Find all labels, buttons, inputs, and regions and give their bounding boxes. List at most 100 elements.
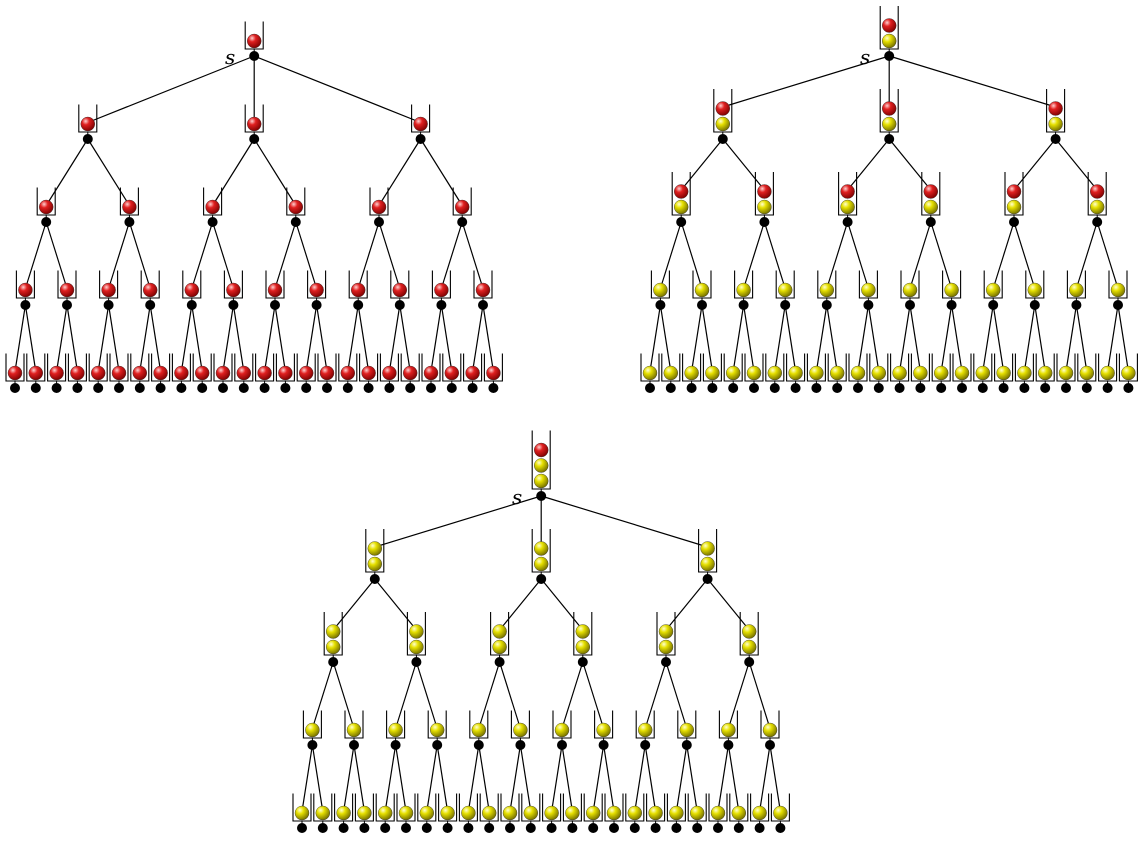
tree-edge bbox=[1013, 138, 1057, 191]
red-ball bbox=[122, 199, 137, 215]
yellow-ball bbox=[1069, 282, 1084, 298]
red-ball bbox=[309, 282, 324, 298]
tree-node bbox=[1050, 134, 1061, 144]
red-ball bbox=[18, 282, 33, 298]
yellow-ball bbox=[861, 282, 876, 298]
tree-edge bbox=[509, 744, 521, 812]
yellow-ball bbox=[1110, 282, 1126, 298]
tree-node bbox=[676, 217, 687, 227]
yellow-ball bbox=[367, 556, 382, 572]
yellow-ball bbox=[840, 199, 855, 215]
tree-node bbox=[671, 823, 682, 833]
red-ball bbox=[226, 282, 241, 298]
red-ball bbox=[49, 365, 64, 381]
tree-node bbox=[328, 657, 339, 667]
tree-edge bbox=[992, 304, 1005, 372]
tree-node bbox=[426, 383, 436, 393]
tree-edge bbox=[727, 661, 750, 729]
yellow-ball bbox=[944, 282, 959, 298]
tree-edge bbox=[191, 221, 214, 289]
tree-edge bbox=[732, 304, 745, 372]
tree-node bbox=[436, 300, 447, 310]
yellow-ball bbox=[336, 805, 351, 821]
root-label-panel-1: s bbox=[225, 45, 235, 69]
tree-edge bbox=[519, 744, 532, 812]
red-ball bbox=[246, 33, 262, 49]
tree-edge bbox=[899, 304, 911, 372]
red-ball bbox=[278, 365, 293, 381]
tree-edge bbox=[748, 661, 771, 729]
yellow-ball bbox=[658, 624, 674, 639]
red-ball bbox=[455, 199, 470, 215]
yellow-ball bbox=[700, 541, 715, 556]
yellow-ball bbox=[326, 639, 341, 655]
tree-edge bbox=[357, 304, 370, 372]
tree-node bbox=[353, 300, 364, 310]
tree-edge bbox=[909, 221, 932, 289]
tree-edge bbox=[222, 304, 234, 372]
red-ball bbox=[1089, 184, 1105, 199]
red-ball bbox=[674, 184, 689, 199]
yellow-ball bbox=[674, 199, 689, 215]
tree-edge bbox=[149, 304, 162, 372]
yellow-ball bbox=[830, 365, 845, 381]
tree-node bbox=[692, 823, 703, 833]
tree-node bbox=[645, 383, 655, 393]
yellow-ball bbox=[721, 722, 736, 738]
tree-edge bbox=[357, 221, 380, 289]
tree-edge bbox=[499, 578, 542, 631]
tree-edge bbox=[253, 138, 297, 206]
tree-node bbox=[457, 217, 468, 227]
yellow-ball bbox=[502, 805, 518, 821]
tree-edge bbox=[378, 138, 422, 206]
tree-edge bbox=[415, 661, 438, 729]
tree-edge bbox=[436, 744, 449, 812]
tree-edge bbox=[659, 221, 682, 289]
red-ball bbox=[39, 199, 54, 215]
tree-node bbox=[977, 383, 988, 393]
tree-edge bbox=[763, 221, 786, 289]
yellow-ball bbox=[679, 722, 694, 738]
tree-edge bbox=[1065, 304, 1077, 372]
tree-panel-2 bbox=[640, 6, 1138, 393]
yellow-ball bbox=[913, 365, 928, 381]
yellow-ball bbox=[409, 624, 424, 639]
tree-edge bbox=[847, 138, 890, 191]
red-ball bbox=[534, 442, 549, 458]
tree-edge bbox=[353, 744, 365, 812]
tree-edge bbox=[347, 304, 359, 372]
yellow-ball bbox=[492, 624, 507, 639]
yellow-ball bbox=[954, 365, 970, 381]
tree-node bbox=[925, 217, 936, 227]
tree-node bbox=[301, 383, 312, 393]
tree-node bbox=[1113, 300, 1123, 310]
tree-edge bbox=[774, 304, 786, 372]
yellow-ball bbox=[534, 541, 549, 556]
tree-node bbox=[478, 300, 488, 310]
red-ball bbox=[174, 365, 189, 381]
tree-edge bbox=[1055, 138, 1098, 191]
root-node bbox=[884, 51, 895, 61]
tree-node bbox=[473, 740, 484, 750]
tree-node bbox=[338, 823, 349, 833]
tree-node bbox=[280, 383, 291, 393]
yellow-ball bbox=[996, 365, 1011, 381]
tree-panel-1 bbox=[5, 21, 503, 393]
tree-node bbox=[842, 217, 853, 227]
tree-node bbox=[525, 823, 536, 833]
yellow-ball bbox=[430, 722, 445, 738]
tree-node bbox=[488, 383, 499, 393]
tree-edge bbox=[992, 221, 1015, 289]
tree-node bbox=[446, 383, 457, 393]
yellow-ball bbox=[565, 805, 580, 821]
tree-node bbox=[655, 300, 666, 310]
tree-edge bbox=[420, 138, 463, 206]
tree-edge bbox=[399, 304, 411, 372]
tree-node bbox=[259, 383, 270, 393]
yellow-ball bbox=[378, 805, 393, 821]
tree-node bbox=[505, 823, 515, 833]
red-ball bbox=[28, 365, 43, 381]
tree-edge bbox=[191, 304, 203, 372]
tree-edge bbox=[467, 744, 480, 812]
tree-node bbox=[349, 740, 359, 750]
